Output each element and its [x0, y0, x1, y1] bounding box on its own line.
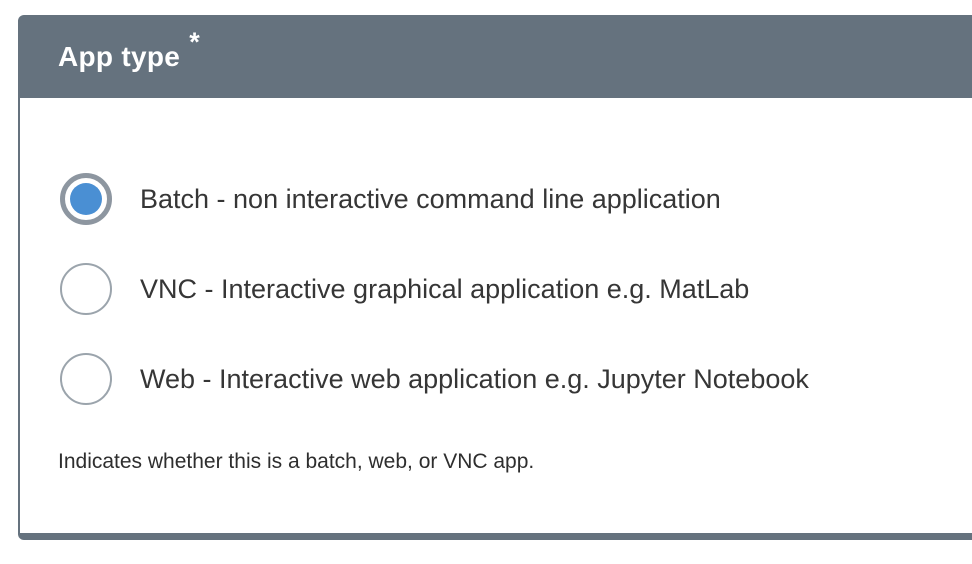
radio-selected-dot: [70, 273, 102, 305]
radio-option-label: VNC - Interactive graphical application …: [140, 273, 750, 304]
fieldset-body: Batch - non interactive command line app…: [18, 98, 972, 540]
fieldset-title: App type: [58, 40, 181, 72]
radio-option-label: Batch - non interactive command line app…: [140, 183, 721, 214]
radio-button-icon[interactable]: [60, 353, 112, 405]
radio-selected-dot: [70, 183, 102, 215]
app-type-radio-group: Batch - non interactive command line app…: [58, 98, 972, 405]
fieldset-header: App type *: [18, 15, 972, 98]
required-asterisk: *: [189, 27, 200, 57]
app-type-fieldset: App type * Batch - non interactive comma…: [18, 15, 972, 540]
radio-option-label: Web - Interactive web application e.g. J…: [140, 363, 809, 394]
radio-option-web[interactable]: Web - Interactive web application e.g. J…: [60, 353, 972, 405]
help-text: Indicates whether this is a batch, web, …: [58, 450, 535, 473]
radio-button-icon[interactable]: [60, 263, 112, 315]
radio-button-icon[interactable]: [60, 173, 112, 225]
radio-option-vnc[interactable]: VNC - Interactive graphical application …: [60, 263, 972, 315]
radio-selected-dot: [70, 363, 102, 395]
radio-option-batch[interactable]: Batch - non interactive command line app…: [60, 173, 972, 225]
